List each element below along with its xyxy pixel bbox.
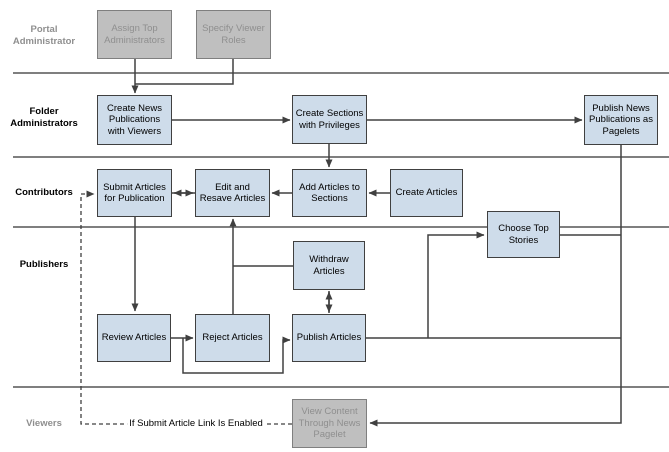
dashed-connector xyxy=(80,190,292,425)
node-create-sections: Create Sections with Privileges xyxy=(292,95,367,144)
lane-label-publishers: Publishers xyxy=(19,259,69,270)
node-view-content-pagelet: View Content Through News Pagelet xyxy=(292,399,367,448)
lane-separators xyxy=(13,72,669,388)
node-add-articles-to-sections: Add Articles to Sections xyxy=(292,169,367,217)
flow-connectors xyxy=(131,59,622,427)
node-publish-articles: Publish Articles xyxy=(292,314,366,362)
node-create-news-publications: Create News Publications with Viewers xyxy=(97,95,172,145)
node-create-articles: Create Articles xyxy=(390,169,463,217)
node-reject-articles: Reject Articles xyxy=(195,314,270,362)
node-submit-articles: Submit Articles for Publication xyxy=(97,169,172,217)
lane-label-viewers: Viewers xyxy=(26,418,62,429)
node-publish-news-pagelets: Publish News Publications as Pagelets xyxy=(584,95,658,145)
node-assign-top-administrators: Assign Top Administrators xyxy=(97,10,172,59)
lane-label-portal-administrator: Portal Administrator xyxy=(12,24,76,47)
node-choose-top-stories: Choose Top Stories xyxy=(487,211,560,258)
lane-label-folder-administrators: Folder Administrators xyxy=(10,106,78,129)
dashed-condition-label: If Submit Article Link Is Enabled xyxy=(127,418,265,429)
node-withdraw-articles: Withdraw Articles xyxy=(293,241,365,290)
lane-label-contributors: Contributors xyxy=(15,187,73,198)
node-specify-viewer-roles: Specify Viewer Roles xyxy=(196,10,271,59)
node-review-articles: Review Articles xyxy=(97,314,171,362)
node-edit-resave-articles: Edit and Resave Articles xyxy=(195,169,270,217)
